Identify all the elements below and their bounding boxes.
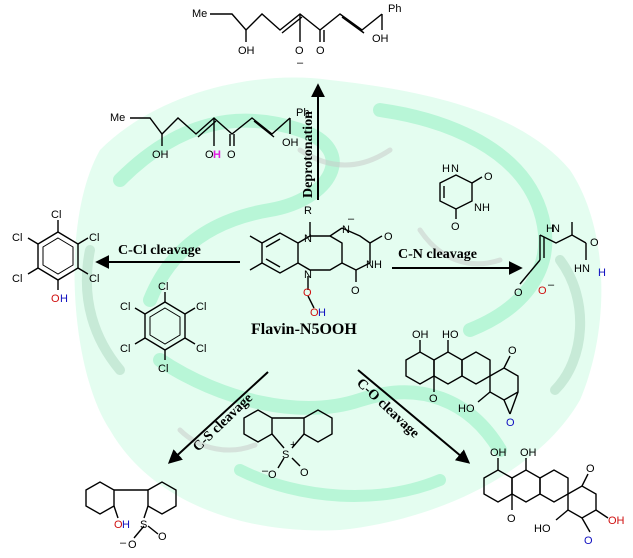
product-h: H <box>546 223 554 235</box>
cl-lower-left: Cl <box>12 273 22 285</box>
uracil-n1: N <box>451 163 459 175</box>
uracil-h: H <box>442 163 450 175</box>
flavin-n5ooh-molecule: R N N – N O O H O NH O <box>249 205 393 319</box>
flavin-c2-oxygen: O <box>384 231 393 243</box>
product-urea-oxygen: O <box>590 237 599 249</box>
substrate-hydroxyl-left: OH <box>152 149 169 161</box>
uracil-molecule: H N O NH O <box>439 163 493 233</box>
sulfur-atom: S <box>282 449 289 461</box>
flavin-center-label: Flavin-N5OOH <box>251 321 357 338</box>
negative-charge: – <box>297 57 304 69</box>
dbt-oxygen-2: O <box>300 467 309 479</box>
hcb-cl-5: Cl <box>120 343 130 355</box>
substrate-hydroxyl-right: OH <box>282 137 299 149</box>
epox-sub-keto-1: O <box>429 393 438 405</box>
epoxide-substrate-molecule: OH HO O O HO O <box>405 329 519 429</box>
sulfinate-product-molecule: O H S O – O <box>85 481 177 551</box>
cl-top: Cl <box>51 209 61 221</box>
epoxide-oxygen: O <box>506 417 515 429</box>
peroxide-hydrogen: H <box>318 307 326 319</box>
epox-prod-oh-1: OH <box>490 447 507 459</box>
hcb-cl-4: Cl <box>158 363 168 375</box>
cl-upper-left: Cl <box>12 232 22 244</box>
highlighted-hydrogen: H <box>213 149 221 161</box>
c-s-cleavage-arrow <box>167 371 269 464</box>
flavin-n10: N <box>304 233 312 245</box>
epox-prod-keto-1: O <box>507 513 516 525</box>
cl-lower-right: Cl <box>89 273 99 285</box>
phenol-oxygen-product: O <box>114 519 123 531</box>
substrate-mid-oxygen: O <box>205 149 214 161</box>
dbt-charge: – <box>262 465 269 477</box>
sulfinate-charge: – <box>120 537 127 549</box>
uracil-cleavage-product: H N O H N H O O – <box>514 222 606 299</box>
pentachlorophenol-molecule: Cl Cl Cl Cl Cl O H <box>12 209 99 305</box>
substrate-keto-oxygen: O <box>227 149 236 161</box>
carboxylate-oxygen-1: O <box>514 287 523 299</box>
product-n2: N <box>582 263 590 275</box>
epoxide-product-molecule: OH OH O O HO OH O <box>483 447 625 547</box>
hexachlorobenzene-molecule: Cl Cl Cl Cl Cl Cl <box>120 281 206 375</box>
hydroxyl-left-label: OH <box>238 45 255 57</box>
product-n1: N <box>552 223 560 235</box>
peroxide-o1: O <box>303 287 312 299</box>
protein-ribbon-background <box>74 77 602 531</box>
uracil-c2-oxygen: O <box>484 171 493 183</box>
hcb-cl-3: Cl <box>196 343 206 355</box>
hcb-cl-1: Cl <box>158 281 168 293</box>
flavin-c4-oxygen: O <box>351 285 360 297</box>
epox-prod-oh-2: OH <box>520 447 537 459</box>
phenyl-label: Ph <box>388 3 401 15</box>
flavin-n1: N <box>342 224 350 236</box>
deprotonation-label: Deprotonation <box>301 111 316 198</box>
phenol-hydrogen: H <box>60 293 68 305</box>
epox-prod-new-oh: OH <box>608 515 625 527</box>
carboxylate-oxygen-2: O <box>538 285 547 297</box>
dibenzothiophene-dioxide-molecule: S + O – O <box>243 409 333 481</box>
phenol-hydrogen-product: H <box>122 519 130 531</box>
top-substrate-molecule: Me OH O H O OH Ph <box>110 107 309 161</box>
flavin-n5: N <box>304 269 312 281</box>
hcb-cl-6: Cl <box>120 301 130 313</box>
epox-prod-keto-2: O <box>586 463 595 475</box>
sulfinate-oxygen-1: O <box>128 539 137 551</box>
flavin-r-label: R <box>304 205 312 217</box>
substrate-methyl-label: Me <box>110 112 125 124</box>
epox-sub-keto-2: O <box>508 345 517 357</box>
flavin-n3h: NH <box>366 259 382 271</box>
sulfinate-oxygen-2: O <box>158 531 167 543</box>
uracil-n3h: NH <box>474 202 490 214</box>
hcb-cl-2: Cl <box>196 301 206 313</box>
uracil-c4-oxygen: O <box>451 221 460 233</box>
epox-sub-oh-1: OH <box>412 329 429 341</box>
cl-upper-right: Cl <box>89 232 99 244</box>
c-o-cleavage-arrow <box>357 369 471 464</box>
carboxylate-charge: – <box>548 279 555 291</box>
substrate-phenyl-label: Ph <box>296 107 309 119</box>
phenol-oxygen: O <box>51 293 60 305</box>
sulfinate-sulfur: S <box>140 519 147 531</box>
methyl-label: Me <box>192 8 207 20</box>
c-n-cleavage-label: C-N cleavage <box>398 247 477 262</box>
enolate-oxygen-label: O <box>295 45 304 57</box>
flavin-n1-charge: – <box>348 213 355 225</box>
keto-oxygen-label: O <box>316 45 325 57</box>
dbt-oxygen-1: O <box>268 469 277 481</box>
c-cl-cleavage-label: C-Cl cleavage <box>118 243 201 258</box>
product-new-hydrogen: H <box>598 267 606 279</box>
product-nh-h: H <box>574 263 582 275</box>
epox-prod-ho-3: HO <box>534 523 551 535</box>
sulfonium-charge: + <box>290 439 296 451</box>
epox-sub-ho-3: HO <box>458 403 475 415</box>
peroxide-o2: O <box>310 307 319 319</box>
hydroxyl-right-label: OH <box>372 33 389 45</box>
top-product-molecule: Me OH O – O OH Ph <box>192 3 401 69</box>
epox-sub-ho-2: HO <box>442 329 459 341</box>
epox-prod-oxygen: O <box>584 535 593 547</box>
